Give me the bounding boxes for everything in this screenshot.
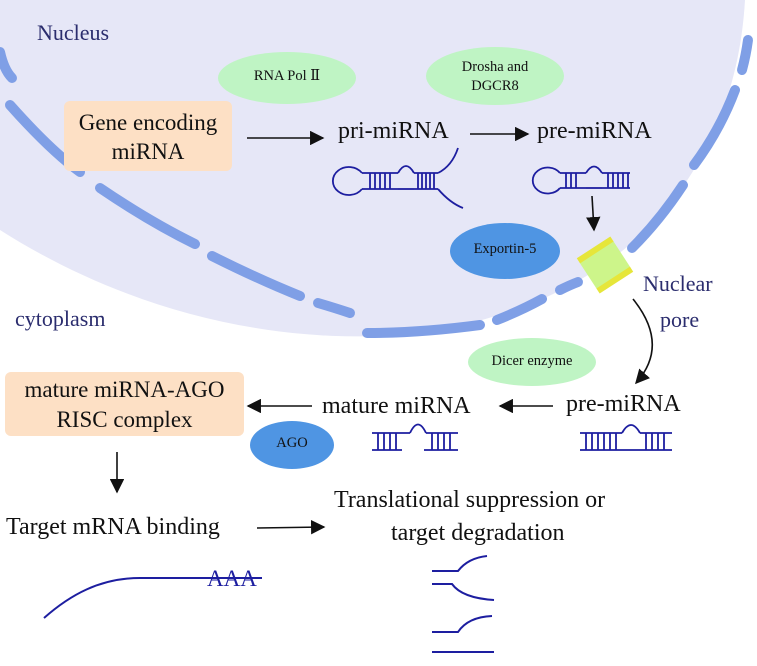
nuclear-pore [576,236,634,294]
poly-a-tail-label: AAA [207,566,257,591]
risc-label-line1: mature miRNA-AGO [24,377,225,402]
degraded-fragments [432,555,495,653]
pre-mirna-duplex-cytoplasm [580,424,672,451]
drosha-ellipse [426,47,564,105]
gene-box [64,101,232,171]
pri-mirna-hairpin [332,147,464,209]
dicer-label: Dicer enzyme [491,353,573,369]
exportin-label: Exportin-5 [473,241,537,257]
rna-pol-ellipse [218,52,356,104]
rna-pol-label: RNA Pol Ⅱ [253,68,321,84]
risc-label-line2: RISC complex [56,407,193,432]
nuclear-membrane [0,35,753,338]
target-mrna-strand [43,577,262,619]
nucleus-label: Nucleus [37,20,110,45]
nuclear-pore-label-line1: Nuclear [643,271,713,296]
gene-label-line1: Gene encoding [78,110,218,135]
risc-box [5,372,244,436]
dicer-ellipse [468,338,596,386]
gene-label-line2: miRNA [111,139,185,164]
pri-mirna-label: pri-miRNA [338,118,449,144]
target-binding-label: Target mRNA binding [6,514,220,540]
drosha-label-line1: Drosha and [461,59,529,75]
pre-mirna-cytoplasm-label: pre-miRNA [566,391,681,417]
nuclear-pore-label-line2: pore [660,307,700,332]
mature-mirna-duplex [372,423,458,451]
ago-ellipse [250,421,334,469]
flow-arrows [109,126,654,535]
cytoplasm-label: cytoplasm [15,306,106,331]
outcome-label-line1: Translational suppression or [334,487,606,513]
ago-label: AGO [276,435,308,451]
mature-mirna-label: mature miRNA [322,393,471,419]
outcome-label-line2: target degradation [391,520,565,546]
pre-mirna-nucleus-label: pre-miRNA [537,118,652,144]
pre-mirna-hairpin-nucleus [531,165,630,195]
exportin-ellipse [450,223,560,279]
drosha-label-line2: DGCR8 [471,78,519,94]
